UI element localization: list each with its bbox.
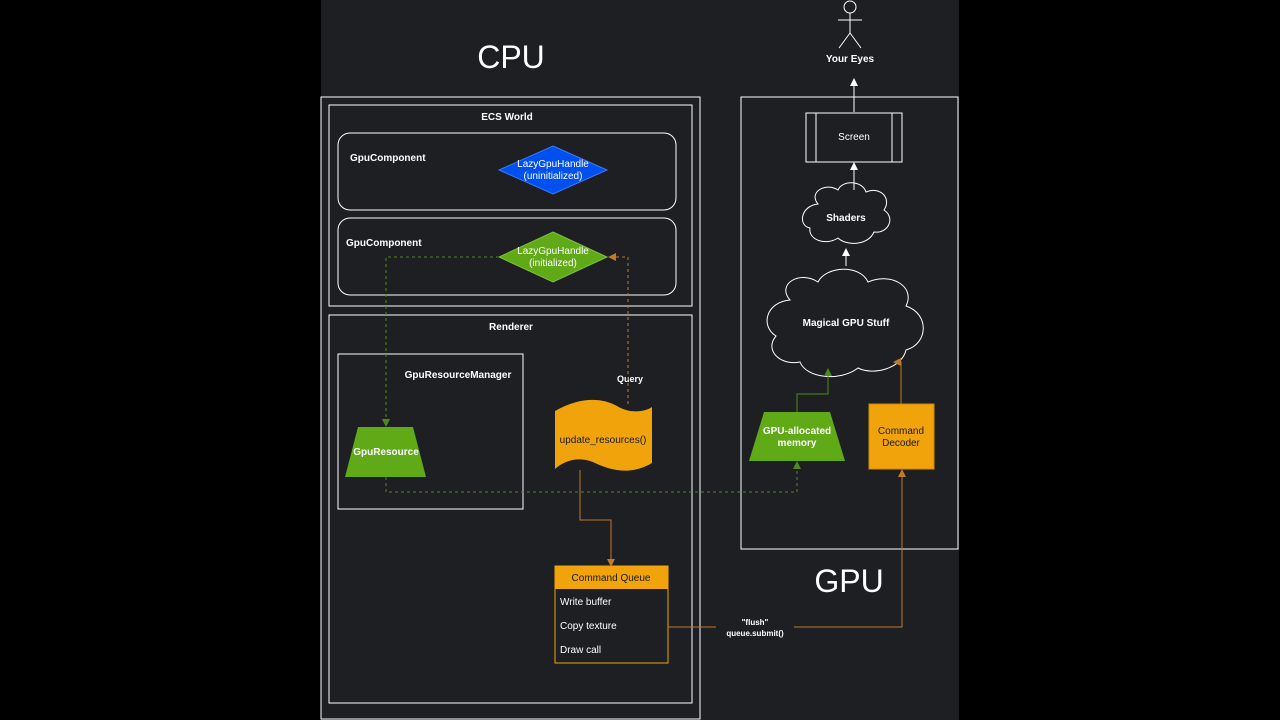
lazy-gpu-handle-uninitialized[interactable] <box>497 145 609 195</box>
command-queue-title: Command Queue <box>572 573 651 584</box>
command-queue-header <box>555 566 668 589</box>
ecs-world-container[interactable] <box>328 104 693 307</box>
shaders-cloud[interactable] <box>802 182 891 244</box>
screen-box[interactable] <box>805 112 903 163</box>
gpu-allocated-memory-line2: memory <box>778 438 817 449</box>
command-decoder-line2: Decoder <box>882 438 920 449</box>
your-eyes-label: Your Eyes <box>826 54 875 65</box>
arrow-decoder-to-magic <box>893 358 902 404</box>
renderer-container[interactable] <box>328 314 693 704</box>
gpu-resource-manager[interactable] <box>337 353 524 510</box>
lazy-gpu-handle-initialized[interactable] <box>497 231 609 283</box>
update-resources-label: update_resources() <box>560 435 647 446</box>
query-label: Query <box>617 374 643 384</box>
command-queue-item-copy-texture[interactable]: Copy texture <box>560 621 617 632</box>
gpu-component-2-label: GpuComponent <box>346 238 422 249</box>
flush-label-background <box>716 616 794 640</box>
gpu-container[interactable] <box>740 96 959 550</box>
command-decoder[interactable] <box>868 403 935 470</box>
gpu-component-1[interactable] <box>337 132 677 211</box>
gpu-resource[interactable] <box>345 427 426 477</box>
update-resources-function[interactable] <box>555 399 652 471</box>
your-eyes-actor <box>838 0 862 49</box>
magical-gpu-stuff-cloud[interactable] <box>766 268 924 378</box>
command-queue-item-draw-call[interactable]: Draw call <box>560 645 601 656</box>
gpu-title: GPU <box>814 563 883 599</box>
gpu-allocated-memory-line1: GPU-allocated <box>763 426 831 437</box>
arrow-update-to-command-queue <box>579 470 615 567</box>
arrow-handle-to-resource <box>382 256 499 427</box>
cpu-container[interactable] <box>320 96 701 720</box>
command-queue-item-write-buffer[interactable]: Write buffer <box>560 597 612 608</box>
cpu-title: CPU <box>477 39 545 75</box>
lazy-gpu-handle-uninitialized-line1: LazyGpuHandle <box>517 159 589 170</box>
renderer-title: Renderer <box>489 322 533 333</box>
gpu-resource-manager-title: GpuResourceManager <box>405 370 512 381</box>
lazy-gpu-handle-initialized-line2: (initialized) <box>529 258 577 269</box>
arrow-memory-to-magic <box>796 368 832 412</box>
gpu-allocated-memory[interactable] <box>749 412 845 461</box>
gpu-component-2[interactable] <box>337 217 677 296</box>
flush-label-line1: "flush" <box>742 618 769 627</box>
gpu-resource-label: GpuResource <box>353 447 419 458</box>
screen-label: Screen <box>838 132 870 143</box>
gpu-component-1-label: GpuComponent <box>350 153 426 164</box>
shaders-label: Shaders <box>826 213 866 224</box>
arrow-resource-to-gpu-memory <box>385 461 801 493</box>
ecs-world-title: ECS World <box>481 112 532 123</box>
magical-gpu-stuff-label: Magical GPU Stuff <box>803 318 890 329</box>
lazy-gpu-handle-initialized-line1: LazyGpuHandle <box>517 246 589 257</box>
flush-label-line2: queue.submit() <box>726 629 784 638</box>
lazy-gpu-handle-uninitialized-line2: (uninitialized) <box>524 171 583 182</box>
arrow-query-to-handle <box>608 253 629 404</box>
command-decoder-line1: Command <box>878 426 924 437</box>
